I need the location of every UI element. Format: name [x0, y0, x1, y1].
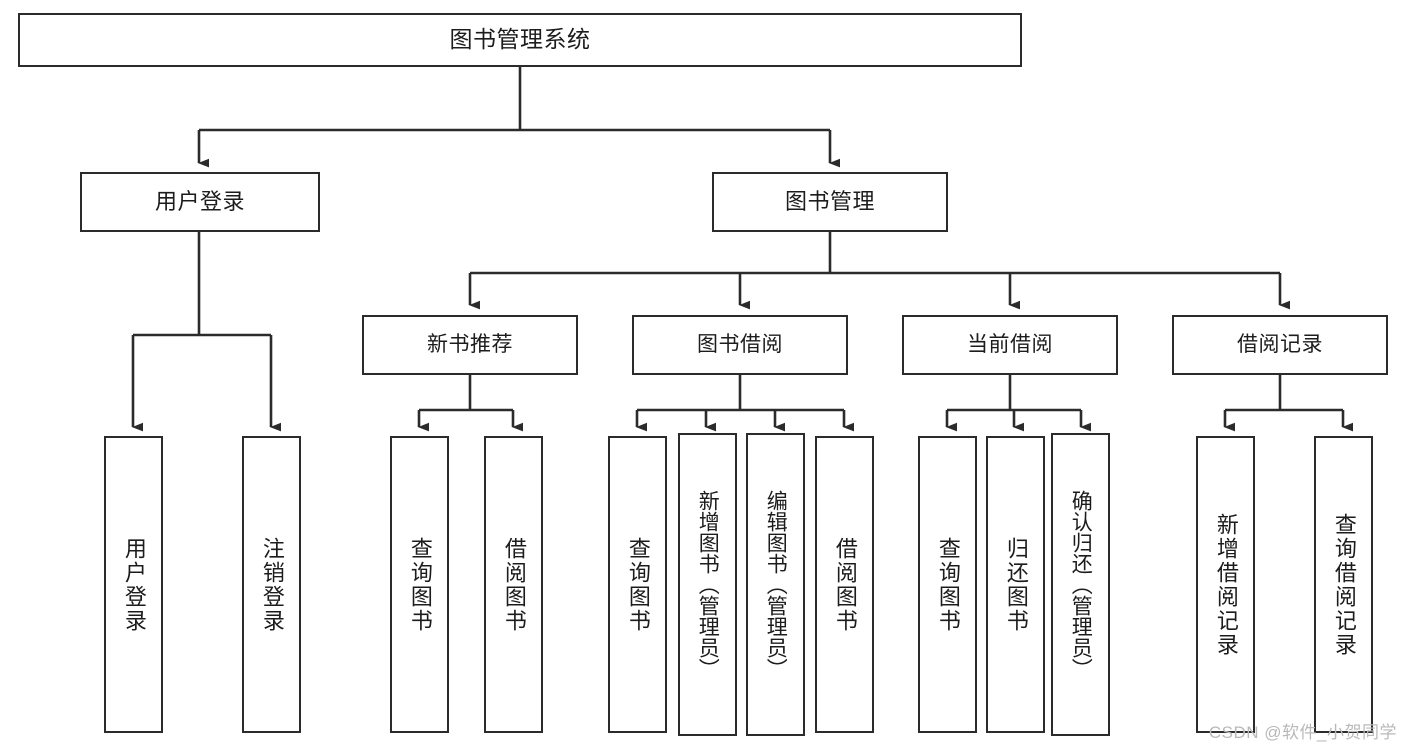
node-book-borrow[interactable]: 图书借阅 [632, 315, 848, 375]
node-current-borrow-label: 当前借阅 [967, 333, 1053, 357]
node-leaf-bookborrow-borrow-book-label: 借阅图书 [832, 536, 858, 633]
node-new-book-recommend[interactable]: 新书推荐 [362, 315, 578, 375]
node-leaf-bookborrow-add-book-admin[interactable]: 新增图书（管理员） [678, 433, 737, 736]
node-leaf-borrowrecords-add-record[interactable]: 新增借阅记录 [1196, 436, 1255, 733]
node-leaf-bookborrow-add-book-admin-label: 新增图书（管理员） [696, 490, 720, 679]
node-user-login-label: 用户登录 [154, 188, 245, 214]
csdn-watermark: CSDN @软件_小贺同学 [1208, 723, 1397, 742]
node-book-management-label: 图书管理 [784, 188, 875, 214]
node-leaf-currentborrow-return-book-label: 归还图书 [1003, 536, 1029, 633]
node-leaf-currentborrow-query-book[interactable]: 查询图书 [918, 436, 977, 733]
node-leaf-currentborrow-query-book-label: 查询图书 [935, 536, 961, 633]
node-leaf-newbook-borrow-book-label: 借阅图书 [501, 536, 527, 633]
node-leaf-borrowrecords-query-record[interactable]: 查询借阅记录 [1314, 436, 1373, 733]
node-leaf-currentborrow-return-book[interactable]: 归还图书 [986, 436, 1045, 733]
node-book-borrow-label: 图书借阅 [697, 333, 783, 357]
node-leaf-newbook-query-book[interactable]: 查询图书 [390, 436, 449, 733]
node-borrow-records[interactable]: 借阅记录 [1172, 315, 1388, 375]
node-leaf-currentborrow-confirm-return-admin-label: 确认归还（管理员） [1069, 490, 1093, 679]
node-leaf-user-login-signin[interactable]: 用户登录 [104, 436, 163, 733]
node-user-login[interactable]: 用户登录 [80, 172, 320, 232]
node-leaf-bookborrow-edit-book-admin[interactable]: 编辑图书（管理员） [746, 433, 805, 736]
node-leaf-bookborrow-borrow-book[interactable]: 借阅图书 [815, 436, 874, 733]
node-new-book-recommend-label: 新书推荐 [427, 333, 513, 357]
node-leaf-bookborrow-query-book-label: 查询图书 [625, 536, 651, 633]
node-book-management[interactable]: 图书管理 [712, 172, 948, 232]
node-root-system[interactable]: 图书管理系统 [18, 13, 1022, 67]
node-leaf-borrowrecords-add-record-label: 新增借阅记录 [1213, 512, 1239, 657]
node-leaf-borrowrecords-query-record-label: 查询借阅记录 [1331, 512, 1357, 657]
node-leaf-user-login-signout[interactable]: 注销登录 [242, 436, 301, 733]
node-leaf-bookborrow-query-book[interactable]: 查询图书 [608, 436, 667, 733]
node-leaf-newbook-query-book-label: 查询图书 [407, 536, 433, 633]
node-leaf-currentborrow-confirm-return-admin[interactable]: 确认归还（管理员） [1051, 433, 1110, 736]
node-leaf-bookborrow-edit-book-admin-label: 编辑图书（管理员） [764, 490, 788, 679]
node-leaf-user-login-signout-label: 注销登录 [259, 536, 285, 633]
node-current-borrow[interactable]: 当前借阅 [902, 315, 1118, 375]
node-leaf-user-login-signin-label: 用户登录 [121, 536, 147, 633]
node-leaf-newbook-borrow-book[interactable]: 借阅图书 [484, 436, 543, 733]
node-root-system-label: 图书管理系统 [449, 26, 591, 53]
node-borrow-records-label: 借阅记录 [1237, 333, 1323, 357]
